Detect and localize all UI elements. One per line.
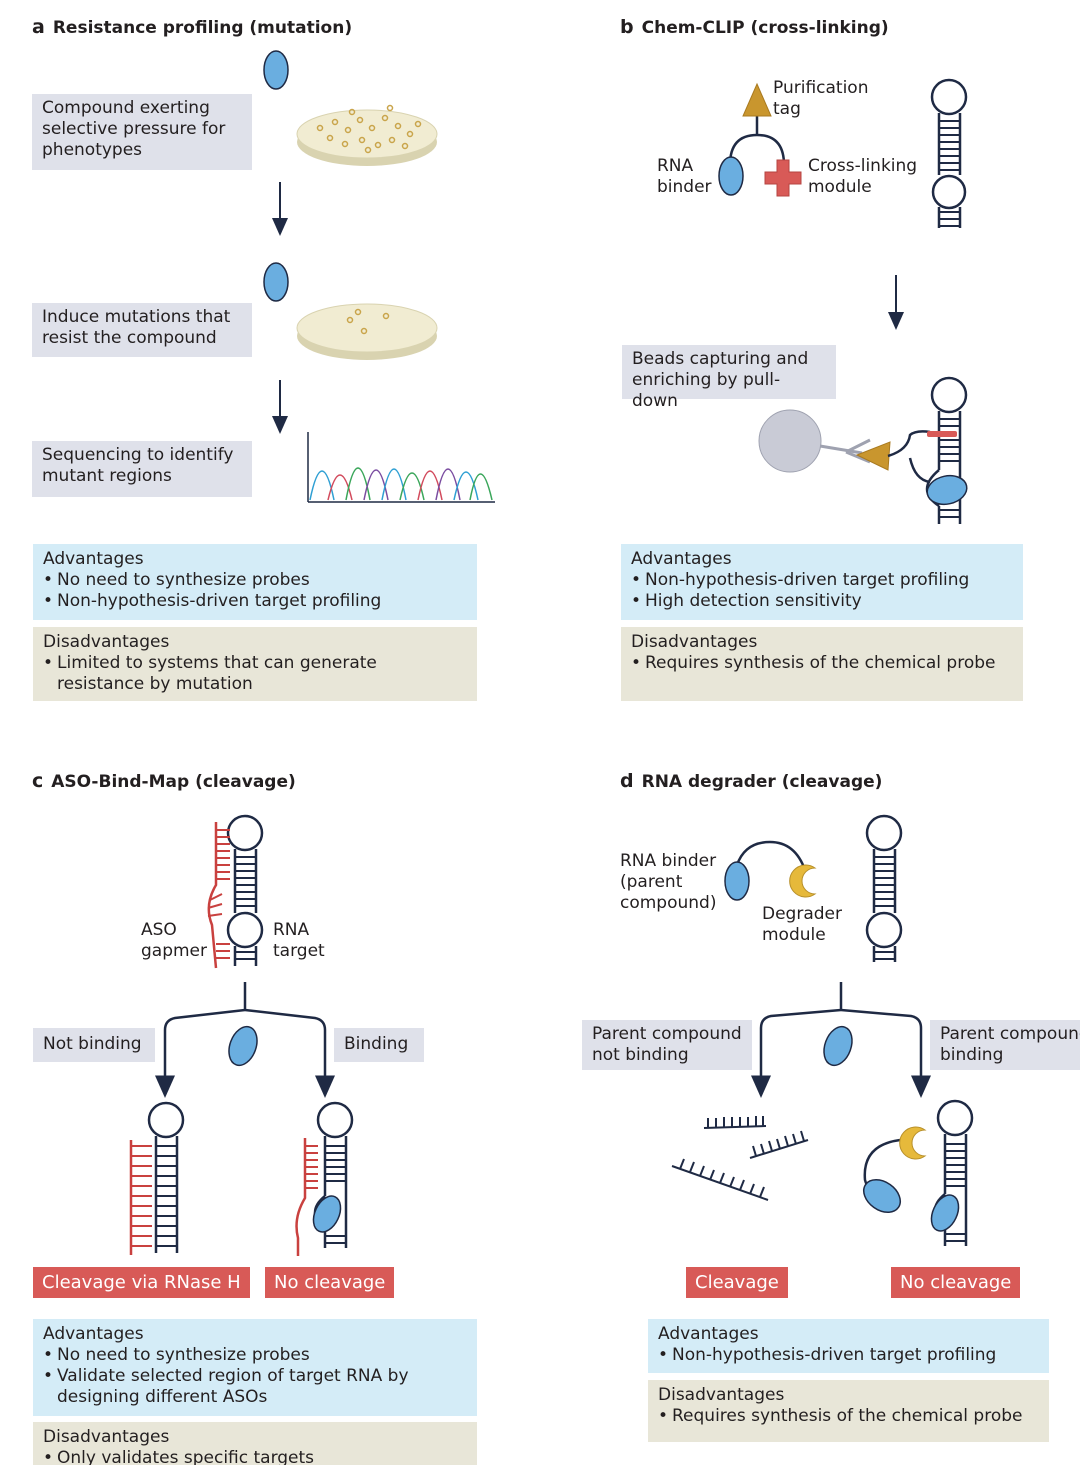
panel-d-graphics	[671, 814, 974, 1246]
rna-binder-icon	[718, 156, 744, 196]
panel-c-title: c ASO-Bind-Map (cleavage)	[32, 770, 296, 792]
rna-hairpin	[865, 814, 903, 962]
compound-icon	[263, 262, 289, 302]
step-label: Beads capturing and enriching by pull-do…	[622, 345, 836, 411]
advantages-box: Advantages No need to synthesize probes …	[33, 544, 477, 620]
degrader-probe	[724, 840, 817, 901]
compound-icon	[263, 50, 289, 90]
panel-title-text: ASO-Bind-Map (cleavage)	[51, 772, 296, 792]
panel-d-title: d RNA degrader (cleavage)	[620, 770, 882, 792]
disadvantages-heading: Disadvantages	[43, 632, 170, 652]
panel-letter: c	[32, 770, 44, 792]
panel-a-title: a Resistance profiling (mutation)	[32, 16, 352, 38]
not-binding-label: Parent compound not binding	[582, 1020, 752, 1070]
panel-letter: b	[620, 16, 634, 38]
panel-b-title: b Chem-CLIP (cross-linking)	[620, 16, 889, 38]
disadvantages-box: Disadvantages Requires synthesis of the …	[648, 1380, 1049, 1442]
advantage-item: Non-hypothesis-driven target profiling	[43, 591, 467, 612]
purification-tag-label: Purification tag	[773, 78, 869, 119]
not-binding-label: Not binding	[33, 1028, 155, 1062]
rna-binder-label: RNA binder	[657, 156, 712, 197]
rna-bound-degrader	[863, 1099, 974, 1246]
petri-dish-many-colonies	[296, 104, 438, 166]
advantages-heading: Advantages	[43, 549, 144, 569]
advantages-box: Advantages No need to synthesize probes …	[33, 1319, 477, 1416]
cleavage-label: Cleavage via RNase H	[33, 1267, 250, 1298]
disadvantages-box: Disadvantages Limited to systems that ca…	[33, 627, 477, 701]
cleavage-label: Cleavage	[686, 1267, 788, 1298]
advantages-box: Advantages Non-hypothesis-driven target …	[648, 1319, 1049, 1373]
disadvantage-item: Only validates specific targets	[43, 1448, 467, 1465]
rna-hairpin	[930, 78, 968, 228]
duplex-cleaved	[129, 1101, 185, 1255]
advantage-item: Non-hypothesis-driven target profiling	[658, 1345, 1039, 1366]
compound-icon	[823, 1025, 853, 1067]
advantage-item: High detection sensitivity	[631, 591, 1013, 612]
rna-target-label: RNA target	[273, 920, 325, 961]
panel-title-text: Resistance profiling (mutation)	[52, 18, 353, 38]
disadvantages-heading: Disadvantages	[631, 632, 758, 652]
no-cleavage-label: No cleavage	[891, 1267, 1021, 1298]
cross-linking-module-icon	[764, 159, 802, 197]
advantages-heading: Advantages	[631, 549, 732, 569]
binding-label: Binding	[334, 1028, 424, 1062]
degrader-module-icon	[789, 864, 817, 898]
advantage-item: Non-hypothesis-driven target profiling	[631, 570, 1013, 591]
step-label: Compound exerting selective pressure for…	[32, 94, 252, 170]
branch-arrows-d	[751, 982, 931, 1098]
disadvantage-item: Requires synthesis of the chemical probe	[658, 1406, 1039, 1427]
bead-icon	[758, 409, 822, 473]
panel-c-graphics	[129, 814, 354, 1256]
panel-b-graphics	[718, 78, 968, 524]
step-label: Induce mutations that resist the compoun…	[32, 303, 252, 357]
panel-title-text: Chem-CLIP (cross-linking)	[641, 18, 889, 38]
cross-link-mark	[927, 431, 957, 437]
duplex-protected	[295, 1101, 354, 1256]
sequencing-chromatogram	[307, 432, 495, 503]
panel-letter: d	[620, 770, 634, 792]
disadvantages-heading: Disadvantages	[658, 1385, 785, 1405]
panel-title-text: RNA degrader (cleavage)	[641, 772, 883, 792]
advantages-heading: Advantages	[658, 1324, 759, 1344]
bead-pulldown-complex	[758, 376, 968, 524]
rna-binder-icon	[724, 861, 750, 901]
aso-gapmer-label: ASO gapmer	[141, 920, 208, 961]
advantage-item: Validate selected region of target RNA b…	[43, 1366, 467, 1408]
petri-dish-few-colonies	[296, 303, 438, 360]
aso-rna-complex	[207, 814, 264, 969]
branch-arrows-c	[155, 982, 335, 1098]
aso-gapmer-strand	[207, 822, 230, 969]
degrader-module-label: Degrader module	[762, 904, 842, 945]
cross-linking-label: Cross-linking module	[808, 156, 918, 197]
step-label: Sequencing to identify mutant regions	[32, 441, 252, 497]
compound-icon	[228, 1025, 258, 1067]
advantage-item: No need to synthesize probes	[43, 1345, 467, 1366]
advantages-heading: Advantages	[43, 1324, 144, 1344]
disadvantages-box: Disadvantages Only validates specific ta…	[33, 1422, 477, 1465]
disadvantage-item: Requires synthesis of the chemical probe	[631, 653, 1013, 674]
advantage-item: No need to synthesize probes	[43, 570, 467, 591]
chemclip-probe	[718, 82, 802, 197]
disadvantages-heading: Disadvantages	[43, 1427, 170, 1447]
advantages-box: Advantages Non-hypothesis-driven target …	[621, 544, 1023, 620]
disadvantage-item: Limited to systems that can generate res…	[43, 653, 467, 695]
panel-letter: a	[32, 16, 45, 38]
disadvantages-box: Disadvantages Requires synthesis of the …	[621, 627, 1023, 701]
purification-tag-icon	[742, 82, 772, 117]
rna-fragments	[671, 1116, 809, 1201]
binding-label: Parent compound binding	[930, 1020, 1080, 1070]
rna-binder-label: RNA binder (parent compound)	[620, 851, 717, 913]
panel-a-graphics	[263, 50, 495, 503]
no-cleavage-label: No cleavage	[265, 1267, 395, 1298]
